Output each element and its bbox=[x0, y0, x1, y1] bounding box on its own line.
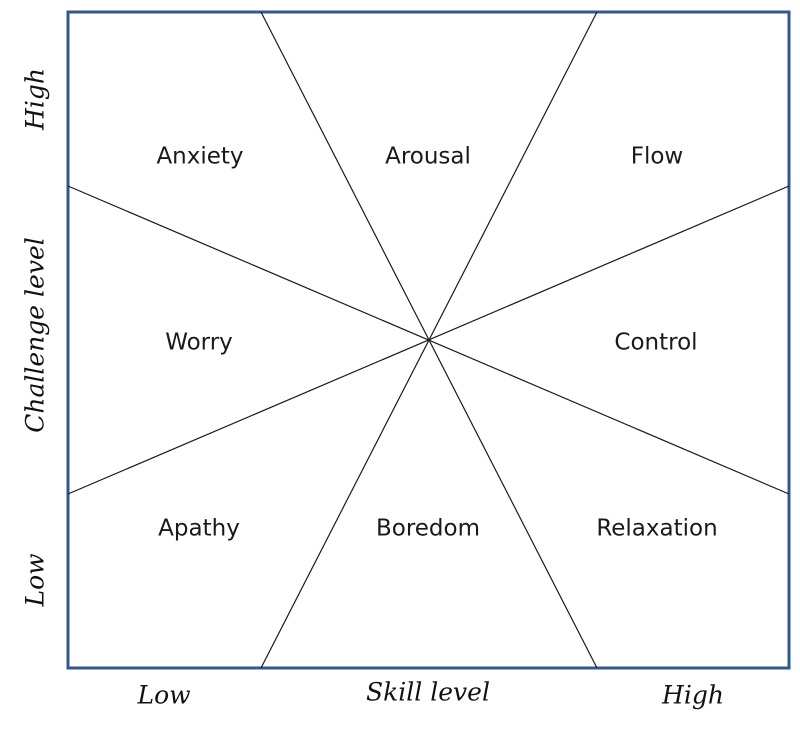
y-axis-low-label: Low bbox=[21, 553, 50, 607]
zone-label-apathy: Apathy bbox=[158, 516, 240, 542]
zone-label-control: Control bbox=[614, 330, 697, 356]
x-axis-title: Skill level bbox=[366, 678, 490, 707]
zone-label-worry: Worry bbox=[165, 330, 233, 356]
x-axis-low-label: Low bbox=[136, 681, 190, 710]
zone-label-arousal: Arousal bbox=[385, 144, 471, 170]
y-axis-high-label: High bbox=[21, 68, 50, 131]
y-axis-title: Challenge level bbox=[21, 237, 50, 432]
zone-label-anxiety: Anxiety bbox=[156, 144, 243, 170]
divider-line-left-lower-right-upper bbox=[67, 185, 790, 495]
diagram-frame bbox=[66, 10, 791, 670]
zone-label-flow: Flow bbox=[631, 144, 684, 170]
zone-label-boredom: Boredom bbox=[376, 516, 480, 542]
zone-label-relaxation: Relaxation bbox=[596, 516, 717, 542]
x-axis-high-label: High bbox=[661, 681, 724, 710]
